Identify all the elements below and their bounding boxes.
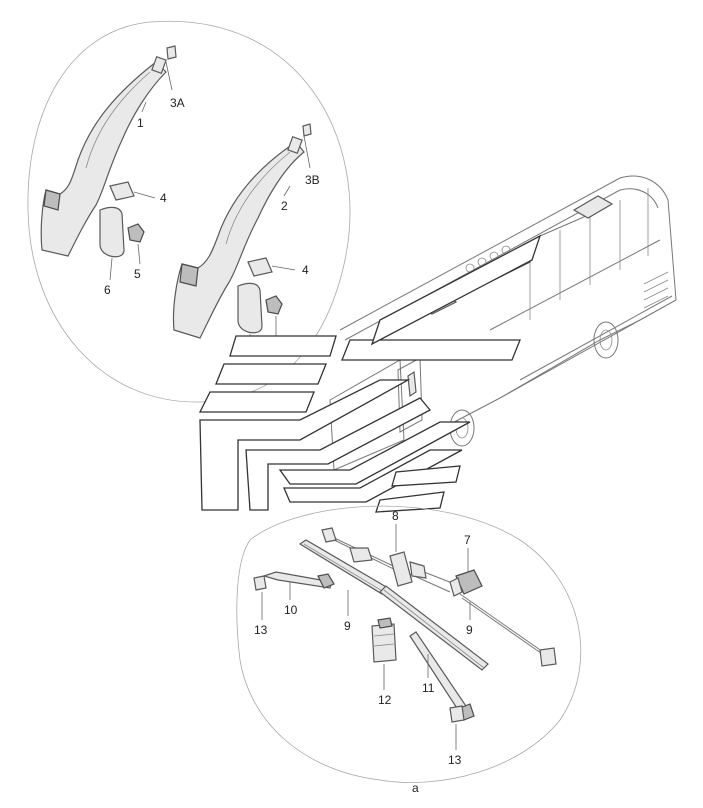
callout-4a: 4 (160, 191, 167, 205)
callout-13b: 13 (448, 753, 462, 767)
callout-12: 12 (378, 693, 392, 707)
callout-1: 1 (137, 116, 144, 130)
wiper-motor-7 (449, 569, 483, 597)
callout-7: 7 (464, 533, 471, 547)
callout-3a: 3A (170, 96, 185, 110)
wiper-arm-10 (261, 571, 335, 589)
cover-cap-4a (109, 181, 135, 201)
callout-9b: 9 (466, 623, 473, 637)
lower-detail-circle (236, 505, 582, 783)
washer-reservoir-12 (371, 617, 397, 663)
callout-11: 11 (422, 681, 435, 695)
callout-13a: 13 (254, 623, 268, 637)
clip-3a (166, 45, 177, 60)
mount-nut-5a (127, 223, 145, 243)
callout-6a: 6 (104, 283, 111, 297)
cap-13a (253, 575, 267, 591)
mirror-arm-housing-1 (40, 55, 167, 257)
upper-detail-group: 1 3A 2 3B 4 4 5 5 6 6 (27, 20, 351, 403)
callout-10: 10 (284, 603, 298, 617)
mirror-glass-6a (99, 206, 125, 258)
mirror-glass-6b (237, 282, 263, 334)
wiper-blade-9b (379, 585, 489, 671)
upper-detail-circle (27, 20, 351, 403)
highlight-bands (198, 234, 542, 513)
mirror-arm-housing-2 (172, 135, 305, 339)
clip-3b (302, 123, 312, 137)
cover-cap-4b (247, 257, 273, 277)
callout-8: 8 (392, 509, 399, 523)
callout-9a: 9 (344, 619, 351, 633)
callout-5a: 5 (134, 267, 141, 281)
mount-nut-5b (265, 295, 283, 315)
callout-a: a (412, 781, 419, 795)
callout-4b: 4 (302, 263, 309, 277)
callout-2: 2 (281, 199, 288, 213)
lower-detail-group: 8 7 10 9 9 13 12 11 13 a (236, 505, 582, 795)
cap-13b (449, 705, 465, 723)
callout-3b: 3B (305, 173, 320, 187)
